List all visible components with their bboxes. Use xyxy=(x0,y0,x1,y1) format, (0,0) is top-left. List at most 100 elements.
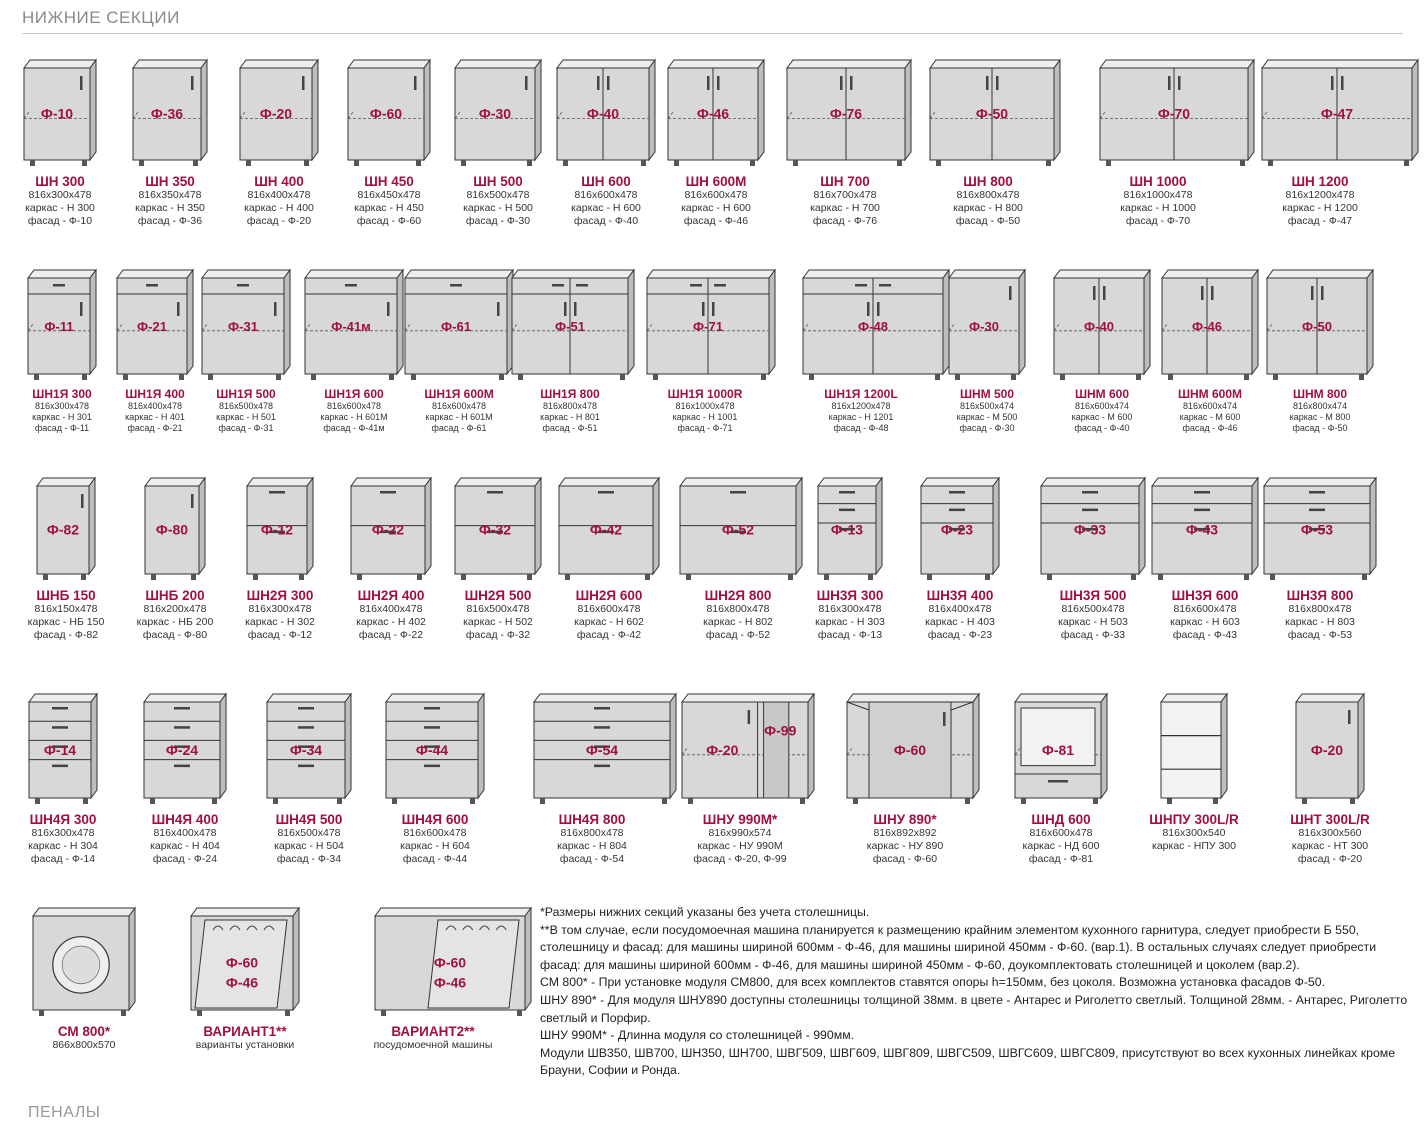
facade-code-label: Ф-22 xyxy=(372,521,404,537)
cabinet-frame: каркас - Н 1000 xyxy=(1120,202,1196,214)
cabinet-drawing: Ф-80 xyxy=(144,476,206,580)
cabinet-leg xyxy=(381,1010,386,1016)
cabinet-dims: 816x600x474 xyxy=(1182,401,1238,411)
cabinet-frame: каркас - М 600 xyxy=(1071,412,1133,422)
cabinet-model-name: ШН2Я 500 xyxy=(464,588,532,603)
cabinet-top xyxy=(1014,693,1108,703)
handle-icon xyxy=(1093,286,1096,300)
cabinet-leg xyxy=(1362,574,1367,580)
cabinet-model-name: ШН1Я 500 xyxy=(216,387,276,401)
cabinet-leg xyxy=(1240,160,1245,166)
cabinet-leg xyxy=(1021,798,1026,804)
cabinet-facade: фасад - Ф-61 xyxy=(431,423,487,433)
cabinet-front xyxy=(246,485,308,575)
cabinet-drawing: Ф-20Ф-99 xyxy=(681,692,815,804)
cabinet-facade: фасад - Ф-50 xyxy=(1292,423,1348,433)
cabinet-dims: 816x600x474 xyxy=(1074,401,1130,411)
facade-code-label: Ф-31 xyxy=(228,319,258,334)
handle-icon xyxy=(1348,710,1351,724)
shelf-line xyxy=(239,110,247,119)
facade-code-label: Ф-20 xyxy=(1311,742,1343,758)
cabinet-facade: фасад - Ф-50 xyxy=(955,215,1021,227)
cabinet-leg xyxy=(809,374,814,380)
facade-code-label: Ф-36 xyxy=(151,106,183,122)
cabinet-facade: фасад - Ф-48 xyxy=(833,423,889,433)
cabinet-leg xyxy=(499,374,504,380)
handle-icon xyxy=(191,494,194,508)
cabinet-leg xyxy=(411,374,416,380)
handle-icon xyxy=(840,76,843,90)
cabinet-drawing: Ф-32 xyxy=(454,476,542,580)
cabinet-facade: фасад - Ф-80 xyxy=(142,629,208,641)
cabinet-dims: 816x892x892 xyxy=(873,827,937,839)
facade-code-label: Ф-71 xyxy=(693,319,723,334)
facade-code-label: Ф-52 xyxy=(722,521,754,537)
cabinet-leg xyxy=(662,798,667,804)
cabinet-top xyxy=(1151,477,1259,487)
cabinet-model-name: ШН1Я 600М xyxy=(424,387,494,401)
dish-icon xyxy=(479,925,490,931)
shelf-line xyxy=(802,322,810,332)
shelf-line xyxy=(27,322,35,332)
cabinet-illustration: Ф-76 xyxy=(786,58,912,166)
shelf-line xyxy=(948,322,956,332)
handle-icon xyxy=(1178,76,1181,90)
cabinet-facade: фасад - Ф-46 xyxy=(1182,423,1238,433)
cabinet-illustration: Ф-80 xyxy=(144,476,206,580)
cabinet-front xyxy=(1295,701,1359,799)
cabinet-top xyxy=(1266,269,1374,279)
cabinet-model-name: ШНТ 300L/R xyxy=(1290,812,1370,827)
cabinet-leg xyxy=(197,1010,202,1016)
cabinet-leg xyxy=(641,160,646,166)
handle-icon xyxy=(345,284,357,287)
handle-icon xyxy=(298,745,314,748)
cabinet-side xyxy=(524,906,532,1012)
cabinet-dims: 816x300x478 xyxy=(31,827,95,839)
shelf-line xyxy=(201,322,209,332)
cabinet-frame: каркас - Н 300 xyxy=(25,202,95,214)
cabinet-facade: фасад - Ф-36 xyxy=(137,215,203,227)
cabinet-dims: 816x400x478 xyxy=(359,603,423,615)
cabinet-illustration: Ф-14 xyxy=(28,692,98,804)
cabinet-illustration: Ф-81 xyxy=(1014,692,1108,804)
handle-icon xyxy=(949,527,965,531)
cabinet-leg xyxy=(674,160,679,166)
facade-code-label: Ф-50 xyxy=(1302,319,1332,334)
cabinet-frame: каркас - Н 802 xyxy=(703,616,773,628)
facade-code-label: Ф-21 xyxy=(137,319,167,334)
cabinet-illustration: Ф-50 xyxy=(1266,268,1374,380)
cabinet-leg xyxy=(1270,574,1275,580)
handle-icon xyxy=(380,491,396,494)
cabinet-facade: фасад - Ф-71 xyxy=(677,423,733,433)
cabinet-model-name: ВАРИАНТ2** xyxy=(391,1024,475,1039)
corner-door xyxy=(868,701,952,799)
cabinet-dims: 816x300x540 xyxy=(1162,827,1226,839)
cabinet-facade: фасад - Ф-76 xyxy=(812,215,878,227)
cabinet-leg xyxy=(517,1010,522,1016)
handle-icon xyxy=(298,764,314,768)
cabinet-leg xyxy=(955,374,960,380)
handle-icon xyxy=(487,491,503,494)
facade-code-label: Ф-42 xyxy=(590,521,622,537)
cabinet-frame: каркас - Н 700 xyxy=(810,202,880,214)
cabinet-drawing: Ф-60Ф-46 xyxy=(190,906,300,1016)
cabinet-side xyxy=(424,476,432,576)
cabinet-leg xyxy=(927,574,932,580)
cabinet-illustration xyxy=(32,906,136,1016)
cabinet-leg xyxy=(151,574,156,580)
cabinet-dims: 816x500x478 xyxy=(277,827,341,839)
shelf-line xyxy=(116,322,124,332)
cabinet-top xyxy=(1295,693,1365,703)
handle-icon xyxy=(52,707,68,710)
cabinet-front xyxy=(350,485,426,575)
